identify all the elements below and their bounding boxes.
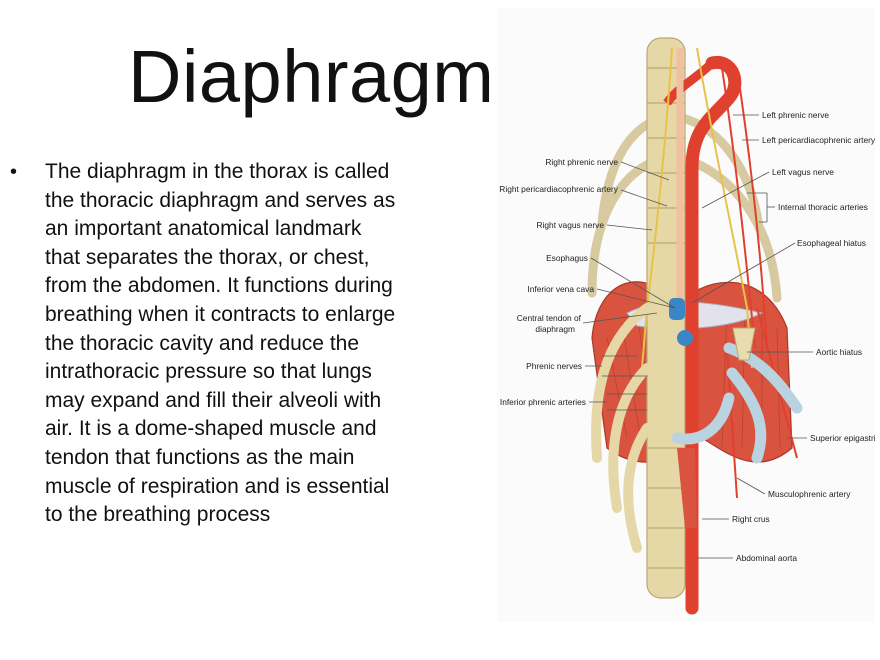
label-inferior-vena-cava: Inferior vena cava: [527, 284, 594, 294]
rib-cage-front: [591, 303, 803, 553]
label-left-phrenic-nerve: Left phrenic nerve: [762, 110, 829, 120]
label-abdominal-aorta: Abdominal aorta: [736, 553, 797, 563]
label-left-vagus-nerve: Left vagus nerve: [772, 167, 834, 177]
label-inferior-phrenic-arteries: Inferior phrenic arteries: [500, 397, 586, 407]
label-esophagus: Esophagus: [546, 253, 588, 263]
label-right-pericardiacophrenic-artery: Right pericardiacophrenic artery: [499, 184, 619, 194]
label-left-pericardiacophrenic-artery: Left pericardiacophrenic artery: [762, 135, 875, 145]
label-aortic-hiatus: Aortic hiatus: [816, 347, 862, 357]
bullet-list: • The diaphragm in the thorax is called …: [10, 158, 480, 530]
label-internal-thoracic-arteries: Internal thoracic arteries: [778, 202, 868, 212]
bullet-marker: •: [10, 161, 18, 183]
nerves: [641, 47, 753, 369]
right-crus-drawing: [677, 448, 697, 528]
label-right-crus: Right crus: [732, 514, 770, 524]
diaphragm-illustration: Right phrenic nerve Right pericardiacoph…: [497, 8, 875, 622]
hiatus-opening: [677, 330, 693, 346]
label-leaders: [582, 114, 813, 559]
ivc-drawing: [669, 298, 685, 320]
vertebral-column: [646, 37, 686, 599]
label-musculophrenic-artery: Musculophrenic artery: [768, 489, 851, 499]
aortic-arch-branch: [663, 59, 716, 106]
label-central-tendon-line2: diaphragm: [535, 324, 575, 334]
label-superior-epigastric: Superior epigastric a: [810, 433, 875, 443]
slide-title: Diaphragm: [128, 35, 495, 118]
label-esophageal-hiatus: Esophageal hiatus: [797, 238, 866, 248]
anatomy-drawing: Right phrenic nerve Right pericardiacoph…: [497, 8, 875, 622]
label-right-phrenic-nerve: Right phrenic nerve: [545, 157, 618, 167]
label-central-tendon-line1: Central tendon of: [517, 313, 582, 323]
label-phrenic-nerves: Phrenic nerves: [526, 361, 582, 371]
bullet-paragraph: The diaphragm in the thorax is called th…: [45, 160, 396, 527]
aorta: [685, 55, 742, 615]
label-right-vagus-nerve: Right vagus nerve: [536, 220, 604, 230]
